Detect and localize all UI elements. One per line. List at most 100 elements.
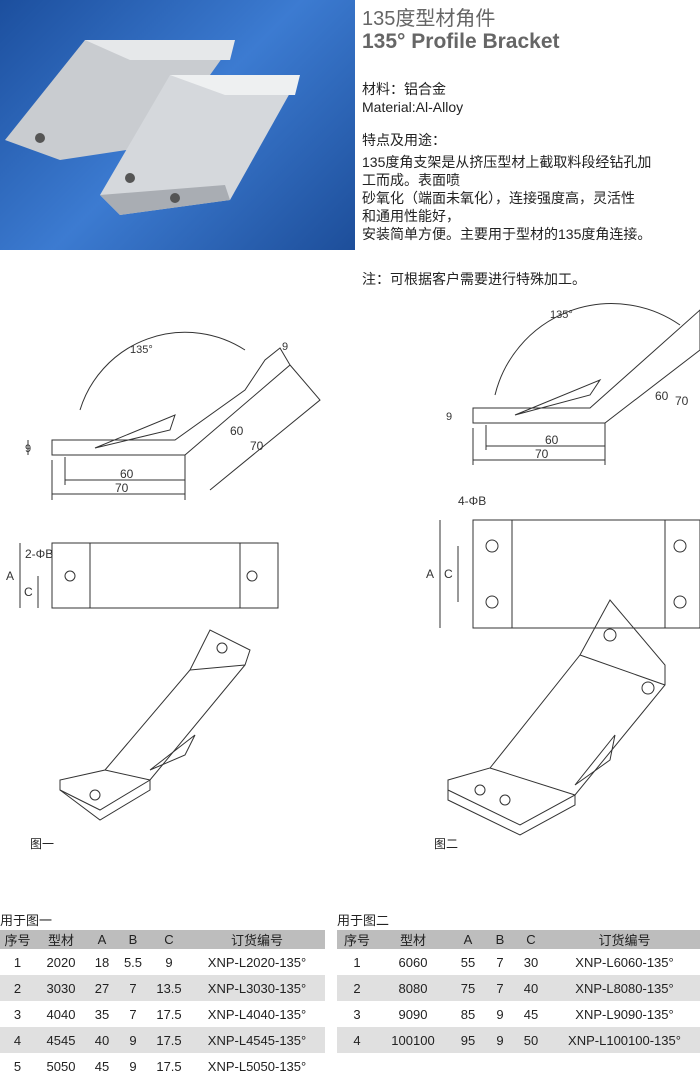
features-line: 工而成。表面喷	[362, 172, 460, 188]
fig2-side-view: 135° 9 60 70 60 70	[446, 303, 700, 465]
table-cell: 85	[460, 1006, 476, 1022]
table-cell: 75	[449, 975, 487, 1001]
dim-70-diag: 70	[250, 439, 264, 453]
features-line: 135度角支架是从挤压型材上截取料段经钻孔加	[362, 154, 652, 170]
table-cell: XNP-L3030-135°	[189, 975, 325, 1001]
angle-label: 135°	[130, 344, 153, 356]
holes-label-2: 4-ΦB	[458, 494, 486, 508]
col-header: 序号	[337, 930, 377, 949]
dim-60-2: 60	[545, 433, 559, 447]
table-cell: 3	[353, 1006, 361, 1022]
dim-60: 60	[120, 467, 134, 481]
fig2-isometric	[447, 599, 666, 836]
table-cell: XNP-L9090-135°	[575, 1006, 674, 1022]
table-cell: 3030	[35, 975, 87, 1001]
table-cell: 18	[94, 954, 110, 970]
table-cell: 9	[165, 954, 173, 970]
product-photo	[0, 0, 355, 250]
features-heading: 特点及用途：	[362, 132, 446, 148]
col-header: A	[449, 930, 487, 949]
table-cell: 27	[87, 975, 117, 1001]
dim-a-2: A	[426, 567, 434, 581]
dim-9-2: 9	[446, 411, 452, 423]
table1-caption: 用于图一	[0, 913, 53, 928]
table2-caption: 用于图二	[337, 913, 390, 928]
table-cell: 7	[117, 975, 149, 1001]
table-cell: 35	[94, 1006, 110, 1022]
table-cell: 1	[13, 954, 22, 970]
col-header: 订货编号	[189, 930, 325, 949]
angle-label-2: 135°	[550, 309, 573, 321]
table-cell: 13.5	[149, 975, 189, 1001]
dim-60-diag: 60	[230, 424, 244, 438]
features-text: 135度角支架是从挤压型材上截取料段经钻孔加 工而成。表面喷 砂氧化（端面未氧化…	[362, 153, 651, 243]
table-cell: 5050	[46, 1058, 76, 1074]
col-header: 型材	[377, 930, 449, 949]
table-row: 1 6060 55 7 30 XNP-L6060-135°	[337, 949, 700, 975]
table-cell: 100100	[377, 1027, 449, 1053]
dim-9-top: 9	[282, 341, 288, 353]
features-line: 和通用性能好，	[362, 208, 460, 224]
table-cell: 9	[496, 1006, 504, 1022]
table-cell: 5.5	[123, 954, 143, 970]
table-row: 3 4040 35 7 17.5 XNP-L4040-135°	[0, 1001, 325, 1027]
table-cell: XNP-L6060-135°	[575, 954, 674, 970]
table-cell: 17.5	[156, 1006, 182, 1022]
col-header: B	[487, 930, 513, 949]
table-cell: 9	[487, 1027, 513, 1053]
table-cell: 55	[460, 954, 476, 970]
dim-70: 70	[115, 481, 129, 495]
table-cell: 50	[513, 1027, 549, 1053]
col-header: 订货编号	[549, 930, 700, 949]
table-cell: 4040	[46, 1006, 76, 1022]
features-line: 安装简单方便。主要用于型材的135度角连接。	[362, 226, 652, 242]
fig2-caption: 图二	[434, 837, 459, 851]
dim-70-2-diag: 70	[675, 394, 689, 408]
table-cell: 7	[487, 975, 513, 1001]
table-cell: 4	[337, 1027, 377, 1053]
table-cell: 40	[513, 975, 549, 1001]
table-cell: 3	[13, 1006, 22, 1022]
col-header: A	[87, 930, 117, 949]
table-cell: 30	[523, 954, 539, 970]
dim-60-2-diag: 60	[655, 389, 669, 403]
table-cell: XNP-L2020-135°	[207, 954, 307, 970]
table-cell: 6060	[398, 954, 428, 970]
table-cell: XNP-L4545-135°	[189, 1027, 325, 1053]
dim-9: 9	[25, 443, 31, 455]
dim-70-2: 70	[535, 447, 549, 461]
table-cell: XNP-L100100-135°	[549, 1027, 700, 1053]
table-cell: 5	[13, 1058, 22, 1074]
material-en: Material:Al-Alloy	[362, 99, 464, 115]
table-cell: 45	[94, 1058, 110, 1074]
table-cell: XNP-L8080-135°	[549, 975, 700, 1001]
table-cell: 1	[353, 954, 361, 970]
fig1-caption: 图一	[30, 837, 55, 851]
title-en: 135° Profile Bracket	[362, 30, 560, 53]
table-cell: 4545	[35, 1027, 87, 1053]
fig2-plan-view: 4-ΦB A C	[426, 494, 700, 629]
fig1-plan-view: 2-ΦB A C	[6, 542, 279, 609]
material-cn: 材料：铝合金	[362, 81, 446, 97]
table-cell: 2	[337, 975, 377, 1001]
table-cell: 17.5	[156, 1058, 182, 1074]
table-cell: 9090	[398, 1006, 428, 1022]
note: 注：可根据客户需要进行特殊加工。	[362, 271, 586, 287]
dim-c-2: C	[444, 567, 453, 581]
table-cell: 2020	[46, 954, 76, 970]
holes-label-1: 2-ΦB	[25, 547, 53, 561]
dim-a: A	[6, 569, 14, 583]
table-cell: XNP-L4040-135°	[207, 1006, 307, 1022]
table-cell: 7	[496, 954, 504, 970]
table-cell: 8080	[377, 975, 449, 1001]
col-header: 型材	[35, 930, 87, 949]
table-cell: 7	[129, 1006, 137, 1022]
